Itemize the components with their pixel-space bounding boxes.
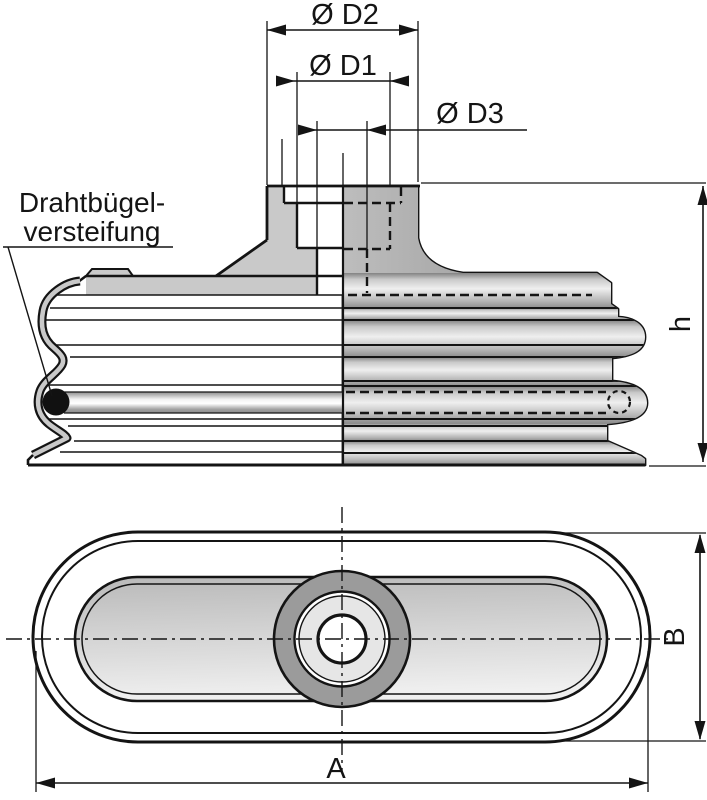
dim-d3-label: Ø D3 (436, 98, 504, 130)
dim-h-label: h (665, 316, 697, 332)
arrowhead (276, 75, 295, 87)
centerlines (6, 507, 668, 773)
wire-section-dot (42, 388, 70, 416)
callout-line2: versteifung (24, 216, 161, 247)
hidden-wire-end-circle (606, 389, 632, 415)
arrowhead (367, 124, 386, 136)
dim-d2-label: Ø D2 (311, 0, 379, 31)
cup-exterior-right-half (341, 184, 649, 467)
callout-drahtbuegel: Drahtbügel- versteifung (3, 187, 173, 397)
arrowhead (390, 75, 409, 87)
bottom-view: B A (6, 507, 706, 792)
wire-bar (56, 392, 343, 413)
top-plate-section-material (86, 276, 343, 295)
hidden-bore-lines (344, 187, 592, 297)
bottom-lip-left (26, 454, 34, 465)
dimension-h: h (421, 182, 707, 467)
callout-line1: Drahtbügel- (19, 187, 165, 218)
arrowhead (399, 24, 418, 36)
dim-a-label: A (326, 753, 346, 785)
cup-section-left-half (26, 184, 645, 467)
dimension-d1: Ø D1 (276, 50, 409, 247)
arrowhead (298, 124, 317, 136)
arrowhead (629, 777, 648, 789)
dimension-d3: Ø D3 (298, 98, 527, 292)
arrowhead (267, 24, 286, 36)
dimension-b: B (556, 532, 706, 742)
interior-contour-lines (45, 307, 343, 453)
arrowhead (697, 186, 707, 205)
arrowhead (694, 721, 706, 740)
dim-b-label: B (659, 627, 691, 646)
callout-leader-line (7, 246, 53, 397)
arrowhead (697, 443, 707, 462)
arrowhead (36, 777, 55, 789)
dim-d1-label: Ø D1 (309, 50, 377, 82)
section-view: Ø D2 Ø D1 Ø D3 (3, 0, 707, 467)
hidden-wire-bar-lines (346, 389, 632, 415)
dimension-a: A (35, 651, 649, 792)
dimension-d2: Ø D2 (266, 0, 419, 185)
arrowhead (694, 534, 706, 553)
